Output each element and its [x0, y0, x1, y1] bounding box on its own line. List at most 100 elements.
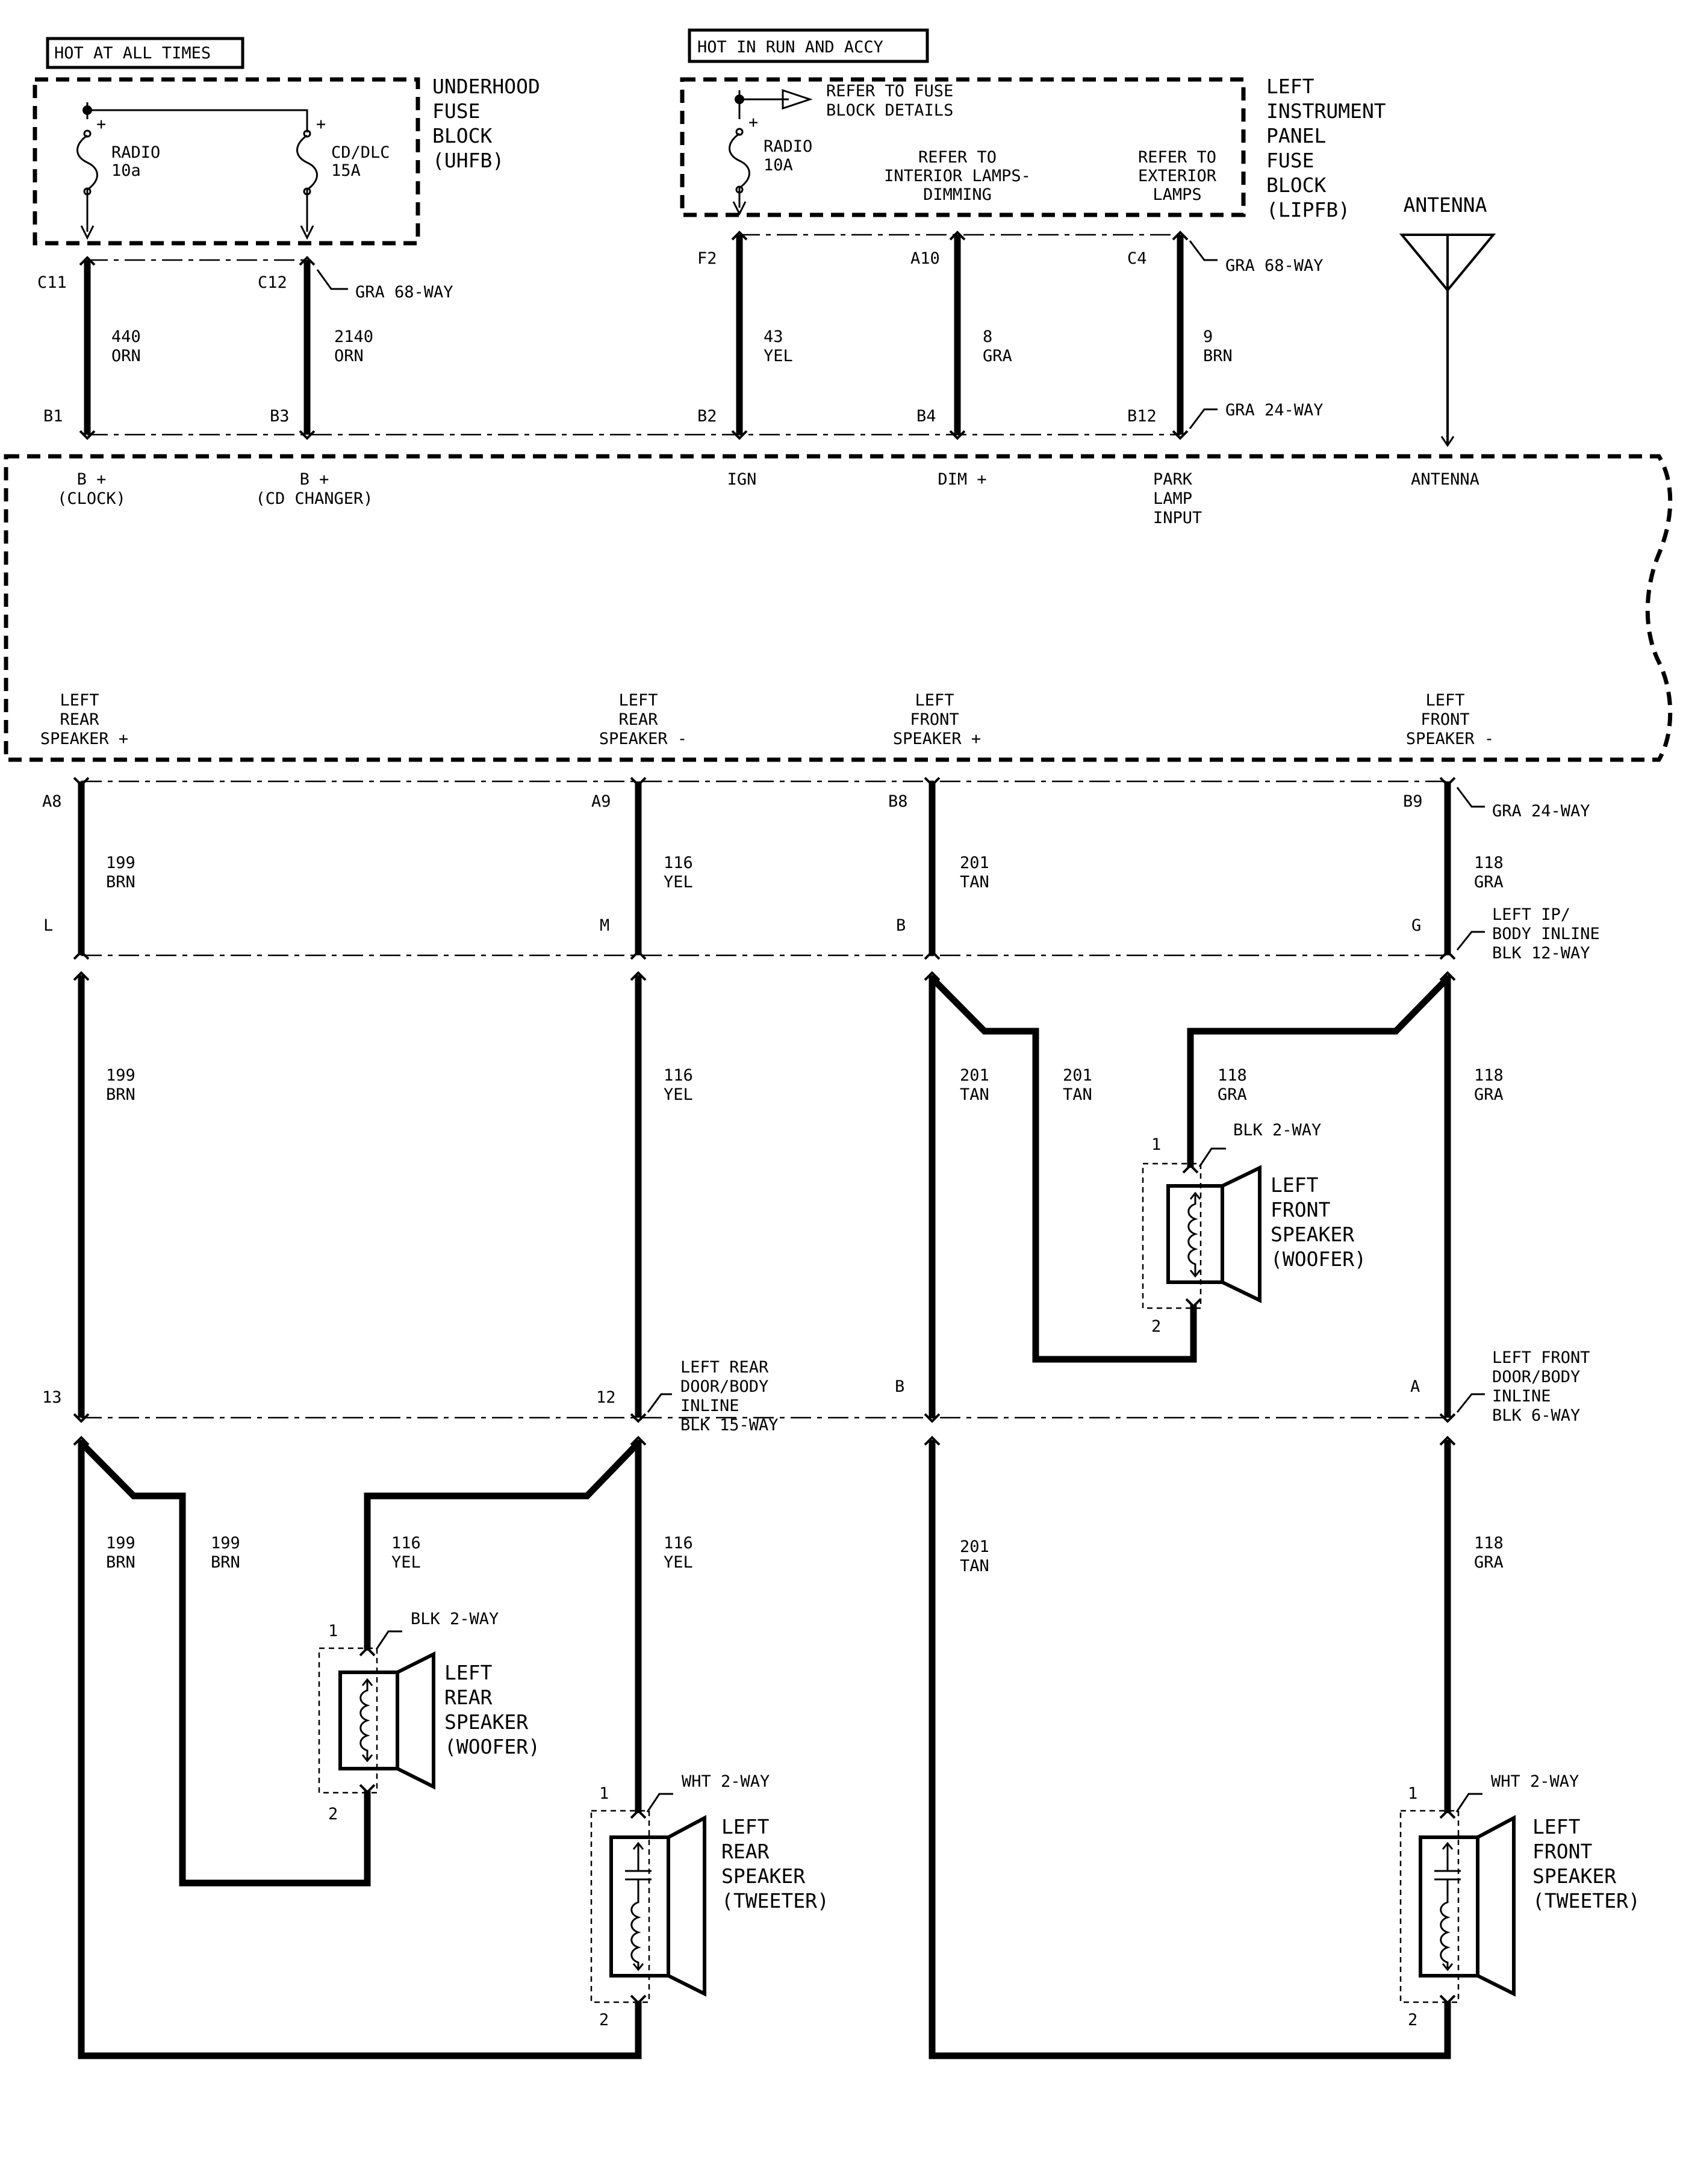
uhfb-fuse-radio-bottom-icon	[83, 187, 92, 196]
antenna-terminal-icon	[1440, 436, 1455, 447]
wire-116c-number: 116	[391, 1534, 421, 1553]
wire-9-color: BRN	[1203, 347, 1233, 365]
wire-118a-number: 118	[1474, 854, 1504, 872]
rear-tweeter-connector-outline	[590, 1810, 650, 2003]
radio-clock-1: B +	[77, 470, 107, 489]
lipfb-splice	[735, 95, 744, 104]
front-woofer-magnet-icon	[1166, 1184, 1224, 1284]
lipfb-refer-exterior-2: EXTERIOR	[1138, 167, 1217, 185]
front-tweeter-connector-outline	[1399, 1810, 1460, 2003]
wire-9-number: 9	[1203, 327, 1213, 346]
wire-199b-color: BRN	[106, 1085, 135, 1104]
pin-b9: B9	[1403, 792, 1423, 811]
pin-b8: B8	[888, 792, 908, 811]
uhfb-fuse-radio-top-icon	[83, 129, 92, 138]
lipfb-fuse-radio-name: RADIO	[764, 137, 812, 156]
rear-tweeter-label-1: LEFT	[721, 1815, 770, 1838]
pin-m: M	[600, 916, 609, 935]
conn-tweeter-rear: WHT 2-WAY	[682, 1772, 770, 1791]
radio-lf-minus-2: FRONT	[1420, 710, 1469, 729]
pin-b12: B12	[1127, 407, 1157, 426]
wire-199c-number: 199	[106, 1534, 135, 1553]
conn-tweeter-front: WHT 2-WAY	[1491, 1772, 1579, 1791]
radio-park-2: LAMP	[1153, 489, 1192, 508]
pin-b-door: B	[895, 1377, 904, 1396]
wire-2140-color: ORN	[334, 347, 364, 365]
rear-woofer-coil-icon	[359, 1678, 373, 1763]
lipfb-fuse-radio-rating: 10A	[764, 156, 793, 175]
uhfb-fuse-cd-plus: +	[316, 115, 326, 134]
uhfb-title-4: (UHFB)	[432, 149, 504, 172]
lipfb-title-1: LEFT	[1266, 75, 1314, 98]
pin-c4: C4	[1127, 249, 1147, 268]
pin-woofer-rear-1: 1	[328, 1622, 338, 1640]
front-woofer-label-3: SPEAKER	[1271, 1223, 1354, 1246]
wire-116a-color: YEL	[664, 873, 693, 892]
wire-201b-number: 201	[960, 1066, 989, 1085]
rear-tweeter-magnet-icon	[609, 1835, 670, 1978]
radio-lf-plus-2: FRONT	[910, 710, 959, 729]
radio-lr-minus-2: REAR	[618, 710, 658, 729]
wire-118c-color: GRA	[1474, 1085, 1504, 1104]
pin-g: G	[1411, 916, 1421, 935]
pin-a: A	[1410, 1377, 1420, 1396]
rear-woofer-label-2: REAR	[444, 1686, 493, 1709]
pin-13: 13	[42, 1388, 62, 1407]
conn-rear-door-4: BLK 15-WAY	[680, 1416, 779, 1435]
rear-woofer-magnet-icon	[338, 1671, 399, 1770]
front-tweeter-cone-icon	[1476, 1815, 1516, 1997]
conn-front-door-3: INLINE	[1492, 1387, 1551, 1406]
conn-gra68-lipfb: GRA 68-WAY	[1225, 256, 1324, 275]
front-tweeter-speaker: 1 2 WHT 2-WAY LEFT FRONT SPEAKER (TWEETE…	[1399, 1772, 1640, 2029]
c68-uhfb-leader	[316, 269, 348, 290]
wire-2140-number: 2140	[334, 327, 373, 346]
wire-43-number: 43	[764, 327, 783, 346]
wire-199-rear-loop	[78, 1440, 642, 2059]
front-tweeter-label-4: (TWEETER)	[1532, 1889, 1640, 1913]
conn-rear-door-3: INLINE	[680, 1397, 739, 1415]
pin-c11: C11	[37, 273, 67, 292]
front-woofer-label-1: LEFT	[1271, 1173, 1319, 1197]
uhfb-fuse-cd-bottom-icon	[303, 187, 311, 196]
uhfb-fuse-cd-rating: 15A	[331, 161, 361, 180]
uhfb-fuse-cd-icon	[296, 134, 318, 232]
lipfb-title-2: INSTRUMENT	[1266, 99, 1386, 123]
hot-at-all-times-label: HOT AT ALL TIMES	[54, 44, 211, 63]
front-tweeter-label-1: LEFT	[1532, 1815, 1581, 1838]
pin-b1: B1	[43, 407, 63, 426]
radio-lf-plus-3: SPEAKER +	[893, 730, 981, 748]
lipfb-refer-exterior-1: REFER TO	[1138, 148, 1216, 167]
lipfb-refer-interior-1: REFER TO	[918, 148, 997, 167]
pin-b-ip: B	[896, 916, 906, 935]
rear-tweeter-coil-icon	[625, 1841, 652, 1971]
uhfb-title-2: FUSE	[432, 99, 480, 123]
radio-park-1: PARK	[1153, 470, 1193, 489]
wire-118b-color: GRA	[1218, 1085, 1247, 1104]
pin-b4: B4	[916, 407, 936, 426]
pin-woofer-front-2: 2	[1151, 1317, 1161, 1336]
radio-unit: B + (CLOCK) B + (CD CHANGER) IGN DIM + P…	[4, 454, 1673, 762]
conn-ip-body-2: BODY INLINE	[1492, 925, 1600, 943]
wire-118c-number: 118	[1474, 1066, 1504, 1085]
rear-woofer-connector-outline	[318, 1647, 378, 1794]
radio-outline	[4, 454, 1673, 762]
power-labels: HOT AT ALL TIMES HOT IN RUN AND ACCY	[46, 28, 929, 69]
pin-b3: B3	[270, 407, 290, 426]
front-woofer-coil-icon	[1187, 1191, 1201, 1278]
pin-a9: A9	[591, 792, 611, 811]
radio-dim: DIM +	[938, 470, 986, 489]
wire-118d-color: GRA	[1474, 1553, 1504, 1572]
uhfb-splice	[82, 105, 92, 115]
radio-cd-1: B +	[300, 470, 329, 489]
pin-tweeter-front-1: 1	[1408, 1784, 1417, 1803]
radio-antenna: ANTENNA	[1411, 470, 1479, 489]
lipfb-title-5: BLOCK	[1266, 173, 1326, 197]
front-woofer-connector-outline	[1142, 1162, 1202, 1309]
wire-116c-color: YEL	[391, 1553, 421, 1572]
rear-woofer-speaker: 1 2 BLK 2-WAY LEFT REAR SPEAKER (WOOFER)	[318, 1610, 540, 1823]
wire-116d-color: YEL	[664, 1553, 693, 1572]
wire-8-color: GRA	[983, 347, 1012, 365]
uhfb-title-3: BLOCK	[432, 124, 492, 147]
lipfb-fuse-radio-plus: +	[748, 113, 758, 132]
lipfb-refer-exterior-3: LAMPS	[1153, 185, 1201, 204]
